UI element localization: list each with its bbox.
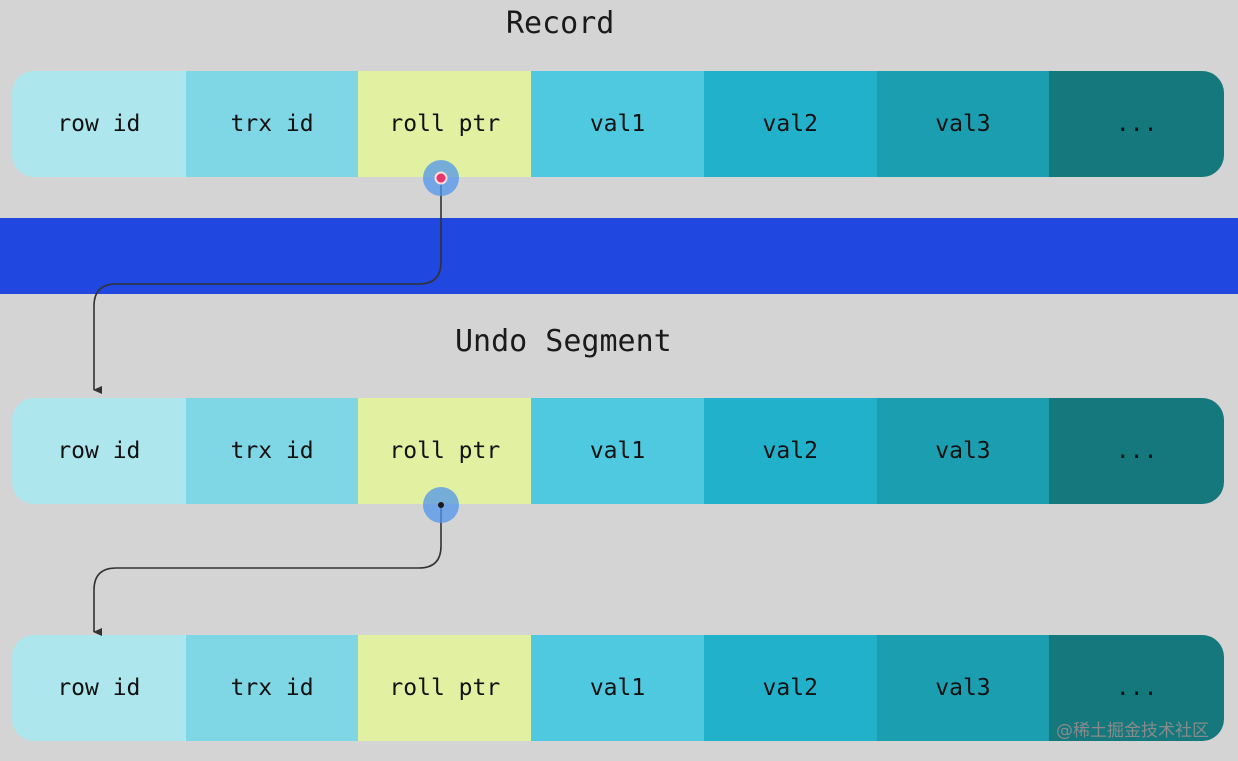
roll-ptr-marker: [423, 487, 459, 523]
val1-field: val1: [531, 635, 704, 741]
separator-band: [0, 218, 1238, 294]
trx-id-field: trx id: [185, 635, 359, 741]
row-id-field: row id: [12, 635, 186, 741]
trx-id-field: trx id: [185, 398, 359, 504]
ellipsis-field: ...: [1049, 635, 1224, 741]
row-id-field: row id: [12, 398, 186, 504]
undo-segment-title: Undo Segment: [455, 324, 672, 359]
ellipsis-field: ...: [1049, 71, 1224, 177]
val1-field: val1: [531, 398, 704, 504]
val3-field: val3: [876, 635, 1050, 741]
roll-ptr-marker: [423, 160, 459, 196]
watermark: @稀土掘金技术社区: [1056, 721, 1209, 741]
record-title: Record: [506, 6, 615, 41]
row-id-field: row id: [12, 71, 186, 177]
val2-field: val2: [703, 71, 877, 177]
val3-field: val3: [876, 398, 1050, 504]
val2-field: val2: [703, 398, 877, 504]
roll-ptr-link-2: [93, 505, 442, 636]
trx-id-field: trx id: [185, 71, 359, 177]
undo-row-1: row id trx id roll ptr val1 val2 val3 ..…: [12, 398, 1224, 504]
roll-ptr-field: roll ptr: [358, 635, 532, 741]
record-row: row id trx id roll ptr val1 val2 val3 ..…: [12, 71, 1224, 177]
undo-row-2: row id trx id roll ptr val1 val2 val3 ..…: [12, 635, 1224, 741]
val3-field: val3: [876, 71, 1050, 177]
roll-ptr-field: roll ptr: [358, 398, 532, 504]
roll-ptr-field: roll ptr: [358, 71, 532, 177]
ellipsis-field: ...: [1049, 398, 1224, 504]
val1-field: val1: [531, 71, 704, 177]
roll-ptr-link-1: [93, 178, 442, 394]
val2-field: val2: [703, 635, 877, 741]
